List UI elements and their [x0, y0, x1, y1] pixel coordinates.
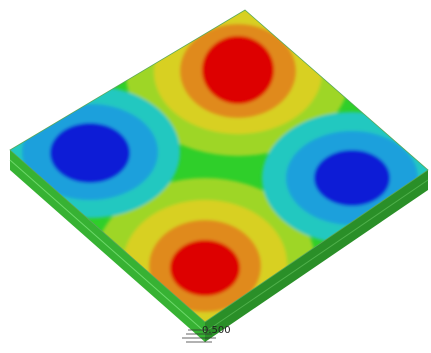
scale-bar-label: 0.500 — [202, 325, 231, 336]
scale-marker: 0.500 — [182, 325, 231, 343]
plate-side-edge-line — [204, 179, 429, 333]
plate-top-outline — [9, 9, 429, 323]
trough-left-contour — [10, 86, 180, 218]
plate-side-edge-line — [9, 159, 206, 333]
